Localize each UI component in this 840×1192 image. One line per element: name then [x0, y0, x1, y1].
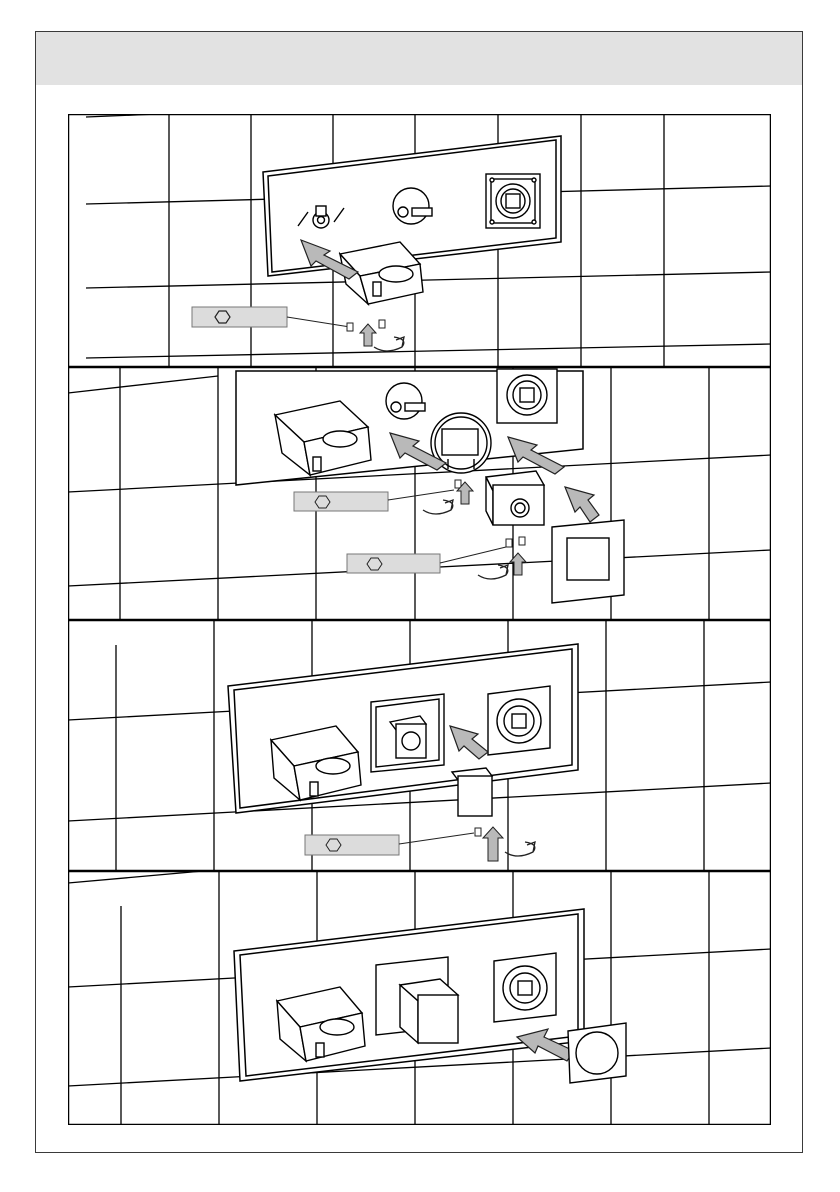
diverter-knob [452, 768, 492, 816]
diverter-escutcheon [371, 694, 444, 772]
hex-key-label-box [347, 554, 440, 573]
grub-screw [506, 539, 512, 547]
step-1-panel [68, 114, 771, 367]
step-2-panel [68, 367, 771, 620]
thermostat-cover-cap [568, 1023, 626, 1083]
step-3-panel [68, 620, 771, 871]
grub-screw [519, 537, 525, 545]
thermostat-cartridge [486, 174, 540, 228]
thermostat-cartridge [488, 686, 550, 755]
grub-screw [475, 828, 481, 836]
grub-screw [379, 320, 385, 328]
thermostat-cartridge [494, 953, 556, 1022]
thermostat-cartridge [497, 369, 557, 423]
cartridge-cover-ring [552, 520, 624, 603]
diverter-cube [486, 471, 544, 525]
hex-key-label-box [294, 492, 388, 511]
hex-key-label-box [305, 835, 399, 855]
hex-key-label-box [192, 307, 287, 327]
grub-screw [347, 323, 353, 331]
step-4-panel [68, 871, 771, 1125]
diverter-knob [400, 979, 458, 1043]
